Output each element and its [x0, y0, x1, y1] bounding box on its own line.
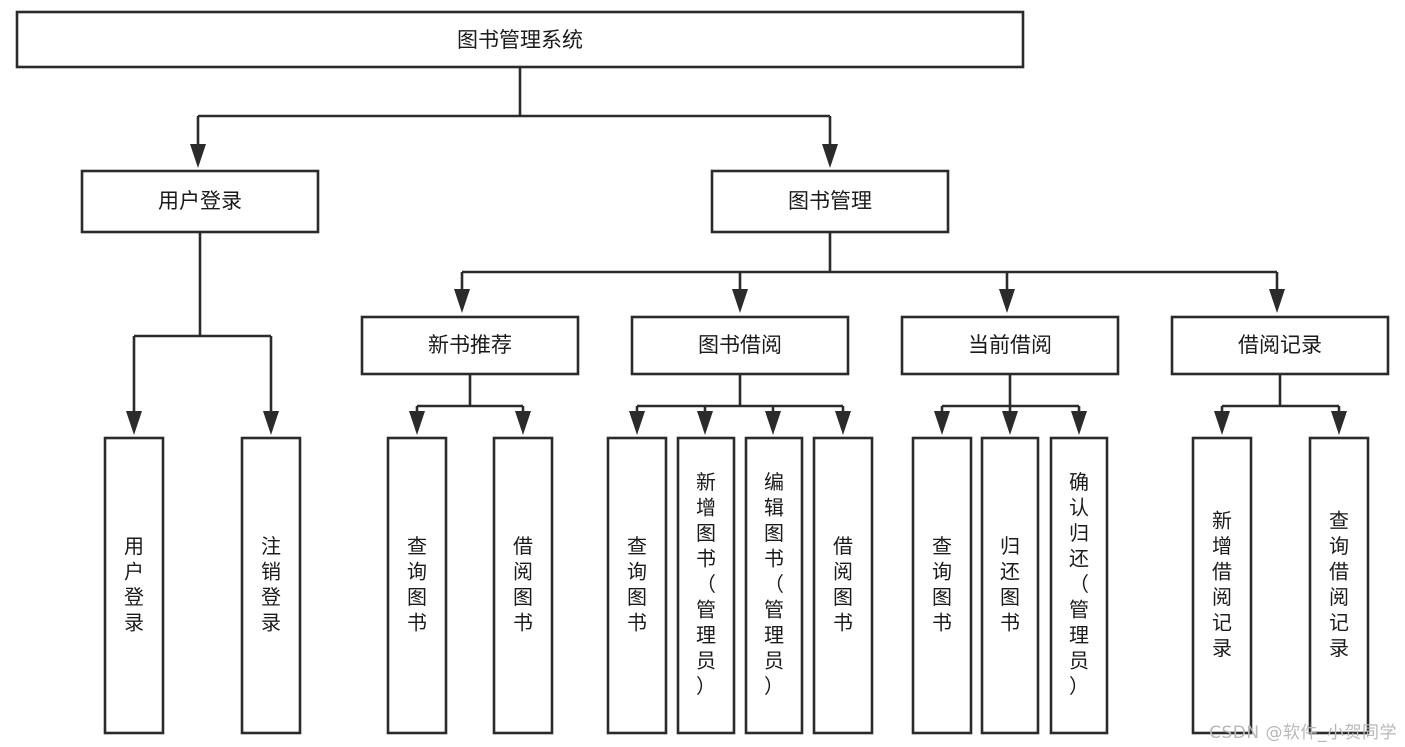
node-root[interactable]: 图书管理系统: [15, 10, 1025, 69]
leaf-cb-return-book-box[interactable]: [980, 436, 1040, 735]
arrow-icon: [1331, 411, 1347, 435]
node-book-borrow[interactable]: 图书借阅: [630, 315, 850, 376]
node-borrow-record-label: 借阅记录: [1238, 333, 1322, 357]
csdn-watermark: CSDN @软件_小贺同学: [1209, 723, 1397, 743]
arrow-icon: [1214, 411, 1230, 435]
arrow-icon: [697, 411, 713, 435]
node-new-book-recommend[interactable]: 新书推荐: [360, 315, 580, 376]
node-borrow-record[interactable]: 借阅记录: [1170, 315, 1390, 376]
node-user-login[interactable]: 用户登录: [80, 169, 320, 234]
node-current-borrow-box[interactable]: [900, 315, 1120, 376]
leaf-nbr-query-book-box[interactable]: [386, 436, 448, 735]
node-book-management-label: 图书管理: [788, 189, 872, 213]
connector-book-mgmt-to-level3: [454, 232, 1285, 313]
node-book-borrow-label: 图书借阅: [698, 333, 782, 357]
leaf-bb-query-book-box[interactable]: [606, 436, 668, 735]
arrow-icon: [1269, 289, 1285, 313]
leaf-bb-add-book-label: 新增图书（管理员）: [696, 470, 716, 698]
connector-borrow-record-to-leaves: [1214, 374, 1347, 435]
leaf-br-add-record-box[interactable]: [1191, 436, 1253, 735]
node-root-label: 图书管理系统: [457, 28, 583, 52]
connector-current-borrow-to-leaves: [934, 374, 1087, 435]
leaf-br-add-record[interactable]: 新增借阅记录: [1191, 436, 1253, 735]
node-root-box[interactable]: [15, 10, 1025, 69]
arrow-icon: [515, 411, 531, 435]
node-current-borrow[interactable]: 当前借阅: [900, 315, 1120, 376]
leaf-br-query-record-box[interactable]: [1308, 436, 1370, 735]
connector-root-to-level2: [190, 67, 838, 168]
leaf-bb-query-book[interactable]: 查询图书: [606, 436, 668, 735]
leaf-user-login-signin-box[interactable]: [103, 436, 165, 735]
arrow-icon: [835, 411, 851, 435]
connector-new-book-recommend-to-leaves: [409, 374, 531, 435]
arrow-icon: [190, 144, 206, 168]
leaf-cb-query-book-label: 查询图书: [932, 533, 952, 634]
arrow-icon: [409, 411, 425, 435]
node-user-login-label: 用户登录: [158, 189, 242, 213]
leaf-cb-return-book-label: 归还图书: [1000, 533, 1020, 634]
leaf-bb-edit-book-box[interactable]: [744, 436, 804, 735]
arrow-icon: [732, 289, 748, 313]
node-book-borrow-box[interactable]: [630, 315, 850, 376]
leaf-user-login-signout[interactable]: 注销登录: [240, 436, 302, 735]
node-borrow-record-box[interactable]: [1170, 315, 1390, 376]
connector-book-borrow-to-leaves: [629, 374, 851, 435]
leaf-cb-confirm-return[interactable]: 确认归还（管理员）: [1049, 436, 1109, 735]
leaf-bb-borrow-book[interactable]: 借阅图书: [812, 436, 874, 735]
leaf-bb-query-book-label: 查询图书: [627, 533, 647, 634]
leaf-bb-borrow-book-label: 借阅图书: [833, 533, 853, 634]
leaf-user-login-signout-box[interactable]: [240, 436, 302, 735]
leaf-bb-edit-book[interactable]: 编辑图书（管理员）: [744, 436, 804, 735]
node-current-borrow-label: 当前借阅: [968, 333, 1052, 357]
leaf-cb-query-book-box[interactable]: [911, 436, 973, 735]
arrow-icon: [822, 144, 838, 168]
arrow-icon: [999, 289, 1015, 313]
node-book-management[interactable]: 图书管理: [710, 169, 950, 234]
arrow-icon: [454, 289, 470, 313]
leaf-bb-add-book[interactable]: 新增图书（管理员）: [676, 436, 736, 735]
leaf-cb-query-book[interactable]: 查询图书: [911, 436, 973, 735]
arrow-icon: [263, 411, 279, 435]
leaf-user-login-signin[interactable]: 用户登录: [103, 436, 165, 735]
arrow-icon: [629, 411, 645, 435]
leaf-cb-confirm-return-label: 确认归还（管理员）: [1069, 470, 1089, 698]
leaf-cb-confirm-return-box[interactable]: [1049, 436, 1109, 735]
node-new-book-recommend-label: 新书推荐: [428, 333, 512, 357]
arrow-icon: [765, 411, 781, 435]
leaf-nbr-query-book[interactable]: 查询图书: [386, 436, 448, 735]
leaf-br-add-record-label: 新增借阅记录: [1212, 508, 1232, 660]
leaf-nbr-borrow-book[interactable]: 借阅图书: [492, 436, 554, 735]
node-book-management-box[interactable]: [710, 169, 950, 234]
arrow-icon: [1071, 411, 1087, 435]
leaf-bb-edit-book-label: 编辑图书（管理员）: [764, 470, 784, 698]
leaf-nbr-borrow-book-label: 借阅图书: [513, 533, 533, 634]
leaf-br-query-record-label: 查询借阅记录: [1329, 508, 1349, 660]
arrow-icon: [934, 411, 950, 435]
leaf-nbr-query-book-label: 查询图书: [407, 533, 427, 634]
leaf-cb-return-book[interactable]: 归还图书: [980, 436, 1040, 735]
leaf-br-query-record[interactable]: 查询借阅记录: [1308, 436, 1370, 735]
leaf-user-login-signout-label: 注销登录: [261, 533, 281, 634]
leaf-nbr-borrow-book-box[interactable]: [492, 436, 554, 735]
connector-user-login-to-leaves: [126, 232, 279, 435]
leaf-bb-add-book-box[interactable]: [676, 436, 736, 735]
leaf-user-login-signin-label: 用户登录: [124, 533, 144, 634]
arrow-icon: [126, 411, 142, 435]
node-new-book-recommend-box[interactable]: [360, 315, 580, 376]
arrow-icon: [1002, 411, 1018, 435]
leaf-bb-borrow-book-box[interactable]: [812, 436, 874, 735]
